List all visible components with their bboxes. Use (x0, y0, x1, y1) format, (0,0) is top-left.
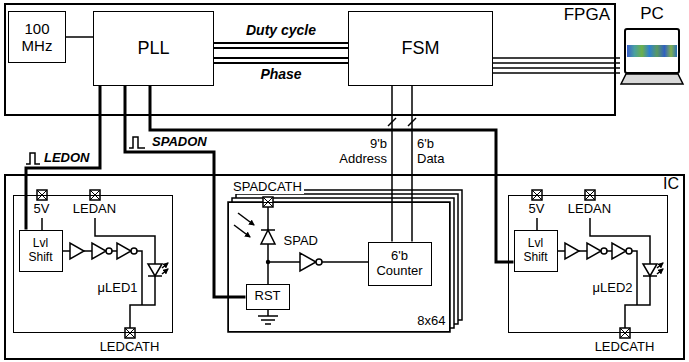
clock-box: 100 MHz (8, 11, 66, 63)
pin-label: LEDCATH (595, 340, 655, 355)
led-driver: 5VLEDANμLED2LEDCATHLvl Shift (508, 195, 668, 333)
signal-label: 6'b Data (417, 137, 444, 167)
bus-wire (214, 60, 348, 61)
wire-line (411, 86, 413, 242)
bus-wire (493, 58, 620, 73)
wire-line (493, 62, 620, 64)
signal-label: Duty cycle (246, 22, 316, 38)
wire-line (493, 72, 620, 74)
pin-label: LEDAN (568, 202, 611, 217)
wire-line (493, 67, 620, 69)
pll-box: PLL (93, 11, 214, 86)
block-title: IC (663, 175, 679, 193)
signal-label: Phase (260, 66, 301, 82)
level-shifter: Lvl Shift (514, 230, 558, 272)
box-label: RST (255, 289, 281, 304)
signal-label: 9'b Address (339, 137, 387, 167)
box-label: FSM (402, 38, 440, 59)
wire-line (214, 42, 348, 49)
ic-box: IC 5V LEDAN μLED1LEDCATH Lvl Shift SPADCATH SP… (4, 174, 685, 360)
wire-line (214, 44, 348, 47)
pin-label: LEDAN (73, 202, 116, 217)
fpga-box: FPGA 100 MHzPLL FSM (4, 3, 616, 116)
signal-wire (392, 86, 393, 242)
pin-label: μLED1 (97, 281, 137, 296)
box-label: Lvl Shift (517, 237, 554, 265)
fsm-box: FSM (348, 11, 493, 86)
box-label: Lvl Shift (22, 237, 59, 265)
box-label: 6'b Counter (371, 249, 428, 279)
pin-label: SPAD (284, 234, 318, 249)
pc-laptop: PC (620, 3, 684, 107)
spad-pixel: SPADCATHSPAD8x64RST6'b Counter (228, 202, 450, 332)
level-shifter: Lvl Shift (19, 230, 63, 272)
block-title: PC (640, 4, 664, 24)
pin-label: LEDCATH (100, 340, 160, 355)
counter-box: 6'b Counter (368, 242, 432, 286)
block-title: FPGA (564, 5, 610, 25)
wire-line (493, 57, 620, 59)
signal-label: LEDON (44, 151, 90, 166)
wire-line (66, 36, 93, 38)
wire-line (391, 86, 393, 242)
signal-wire (412, 86, 413, 242)
box-label: PLL (137, 38, 169, 59)
pin-label: 5V (34, 202, 50, 217)
signal-wire (66, 37, 93, 38)
bus-wire (214, 45, 348, 46)
wire-line (214, 57, 348, 64)
box-label: 100 MHz (12, 20, 63, 55)
pin-label: 8x64 (417, 314, 445, 329)
signal-label: SPADON (152, 135, 207, 150)
pin-label: μLED2 (592, 281, 632, 296)
reset-box: RST (246, 284, 290, 310)
wire-line (214, 59, 348, 62)
led-driver: 5VLEDANμLED1LEDCATHLvl Shift (13, 195, 173, 333)
pin-label: SPADCATH (231, 180, 304, 195)
pin-label: 5V (529, 202, 545, 217)
